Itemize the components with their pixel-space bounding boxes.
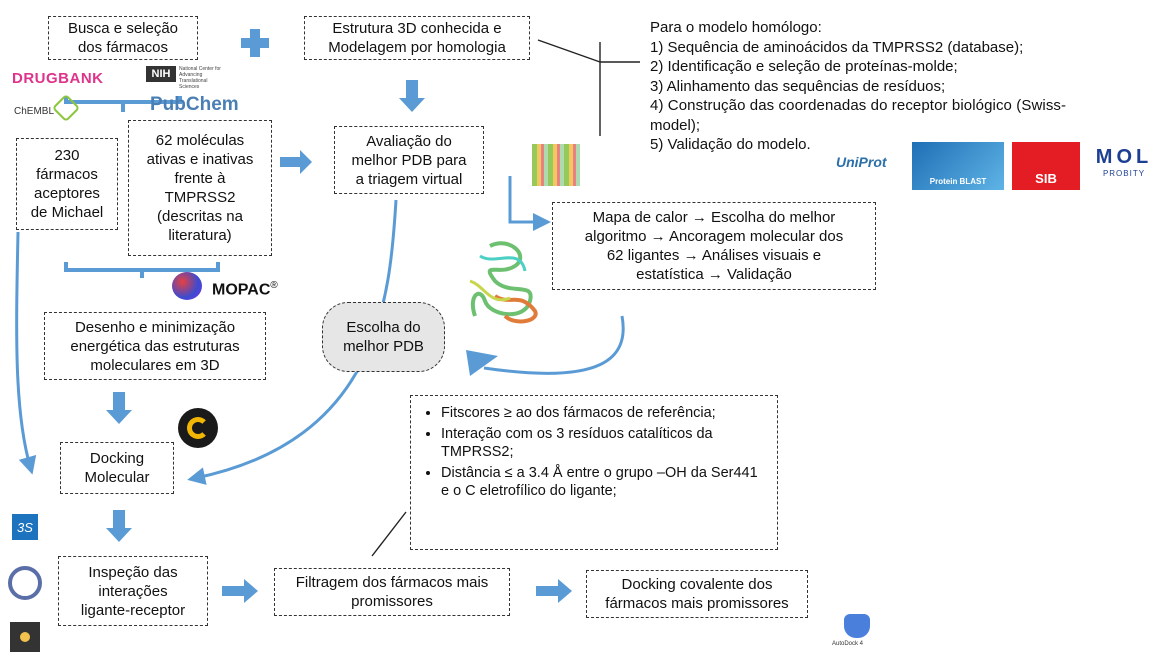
- gold-logo-icon: [178, 408, 218, 448]
- logo-bracket: [64, 96, 182, 112]
- uniprot-logo: UniProt: [836, 154, 887, 170]
- mopac-registered: ®: [270, 280, 278, 291]
- box-230-farmacos: 230 fármacos aceptores de Michael: [16, 138, 118, 230]
- homology-title: Para o modelo homólogo:: [650, 19, 822, 36]
- discovery-studio-icon: 3S: [12, 514, 38, 540]
- molprobity-logo: MOL PROBITY: [1088, 146, 1160, 188]
- box-filtragem: Filtragem dos fármacos mais promissores: [274, 568, 510, 616]
- criteria-item: Fitscores ≥ ao dos fármacos de referênci…: [441, 404, 769, 422]
- bracket-lines: [371, 39, 640, 557]
- autodock-label: AutoDock 4: [832, 641, 864, 647]
- criteria-item: Interação com os 3 resíduos catalíticos …: [441, 425, 769, 461]
- pymol-icon: [8, 566, 42, 600]
- chembl-logo: ChEMBL: [14, 106, 55, 117]
- homology-step: model);: [650, 116, 701, 134]
- homology-info: Para o modelo homólogo: 1) Sequência de …: [650, 18, 1130, 155]
- big-arrowhead: [466, 350, 498, 376]
- box-mapa-de-calor: Mapa de calor → Escolha do melhor algori…: [552, 202, 876, 290]
- block-arrows: [106, 80, 572, 603]
- sib-logo: SIB: [1012, 142, 1080, 190]
- homology-step: 3) Alinhamento das sequências de resíduo…: [650, 77, 946, 95]
- chimera-icon: [10, 622, 40, 652]
- homology-step: 2) Identificação e seleção de proteínas-…: [650, 58, 958, 75]
- mopac-logo: MOPAC®: [212, 280, 278, 299]
- pubchem-logo: PubChem: [150, 94, 239, 115]
- plus-icon: [241, 29, 269, 57]
- box-docking-covalente: Docking covalente dos fármacos mais prom…: [586, 570, 808, 618]
- mopac-molecule-icon: [172, 272, 202, 300]
- nih-logo: NIH: [146, 66, 176, 82]
- mopac-text: MOPAC: [212, 281, 271, 299]
- box-docking-molecular: Docking Molecular: [60, 442, 174, 494]
- autodock-icon: [844, 614, 870, 638]
- box-avaliacao: Avaliação do melhor PDB para a triagem v…: [334, 126, 484, 194]
- box-escolha-melhor-pdb: Escolha do melhor PDB: [322, 302, 445, 372]
- homology-step: 5) Validação do modelo.: [650, 136, 811, 153]
- protein-structure-icon: [469, 241, 538, 324]
- molprobity-mol: MOL: [1095, 146, 1153, 168]
- molprobity-text: PROBITY: [1102, 169, 1146, 178]
- box-inspecao: Inspeção das interações ligante-receptor: [58, 556, 208, 626]
- nih-subtitle: National Center for Advancing Translatio…: [179, 66, 221, 90]
- box-busca: Busca e seleção dos fármacos: [48, 16, 198, 60]
- heatmap-thumbnail: [532, 144, 580, 186]
- criteria-box: Fitscores ≥ ao dos fármacos de referênci…: [410, 395, 778, 550]
- box-estrutura: Estrutura 3D conhecida e Modelagem por h…: [304, 16, 530, 60]
- homology-step: 1) Sequência de aminoácidos da TMPRSS2 (…: [650, 38, 1024, 56]
- box-desenho: Desenho e minimização energética das est…: [44, 312, 266, 380]
- protein-blast-logo: Protein BLAST: [912, 142, 1004, 190]
- drugbank-logo: DRUGBANK: [12, 70, 104, 87]
- box-62-moleculas: 62 moléculas ativas e inativas frente à …: [128, 120, 272, 256]
- merge-bracket: [64, 262, 220, 278]
- homology-step: 4) Construção das coordenadas do recepto…: [650, 97, 1067, 114]
- criteria-item: Distância ≤ a 3.4 Å entre o grupo –OH da…: [441, 464, 769, 500]
